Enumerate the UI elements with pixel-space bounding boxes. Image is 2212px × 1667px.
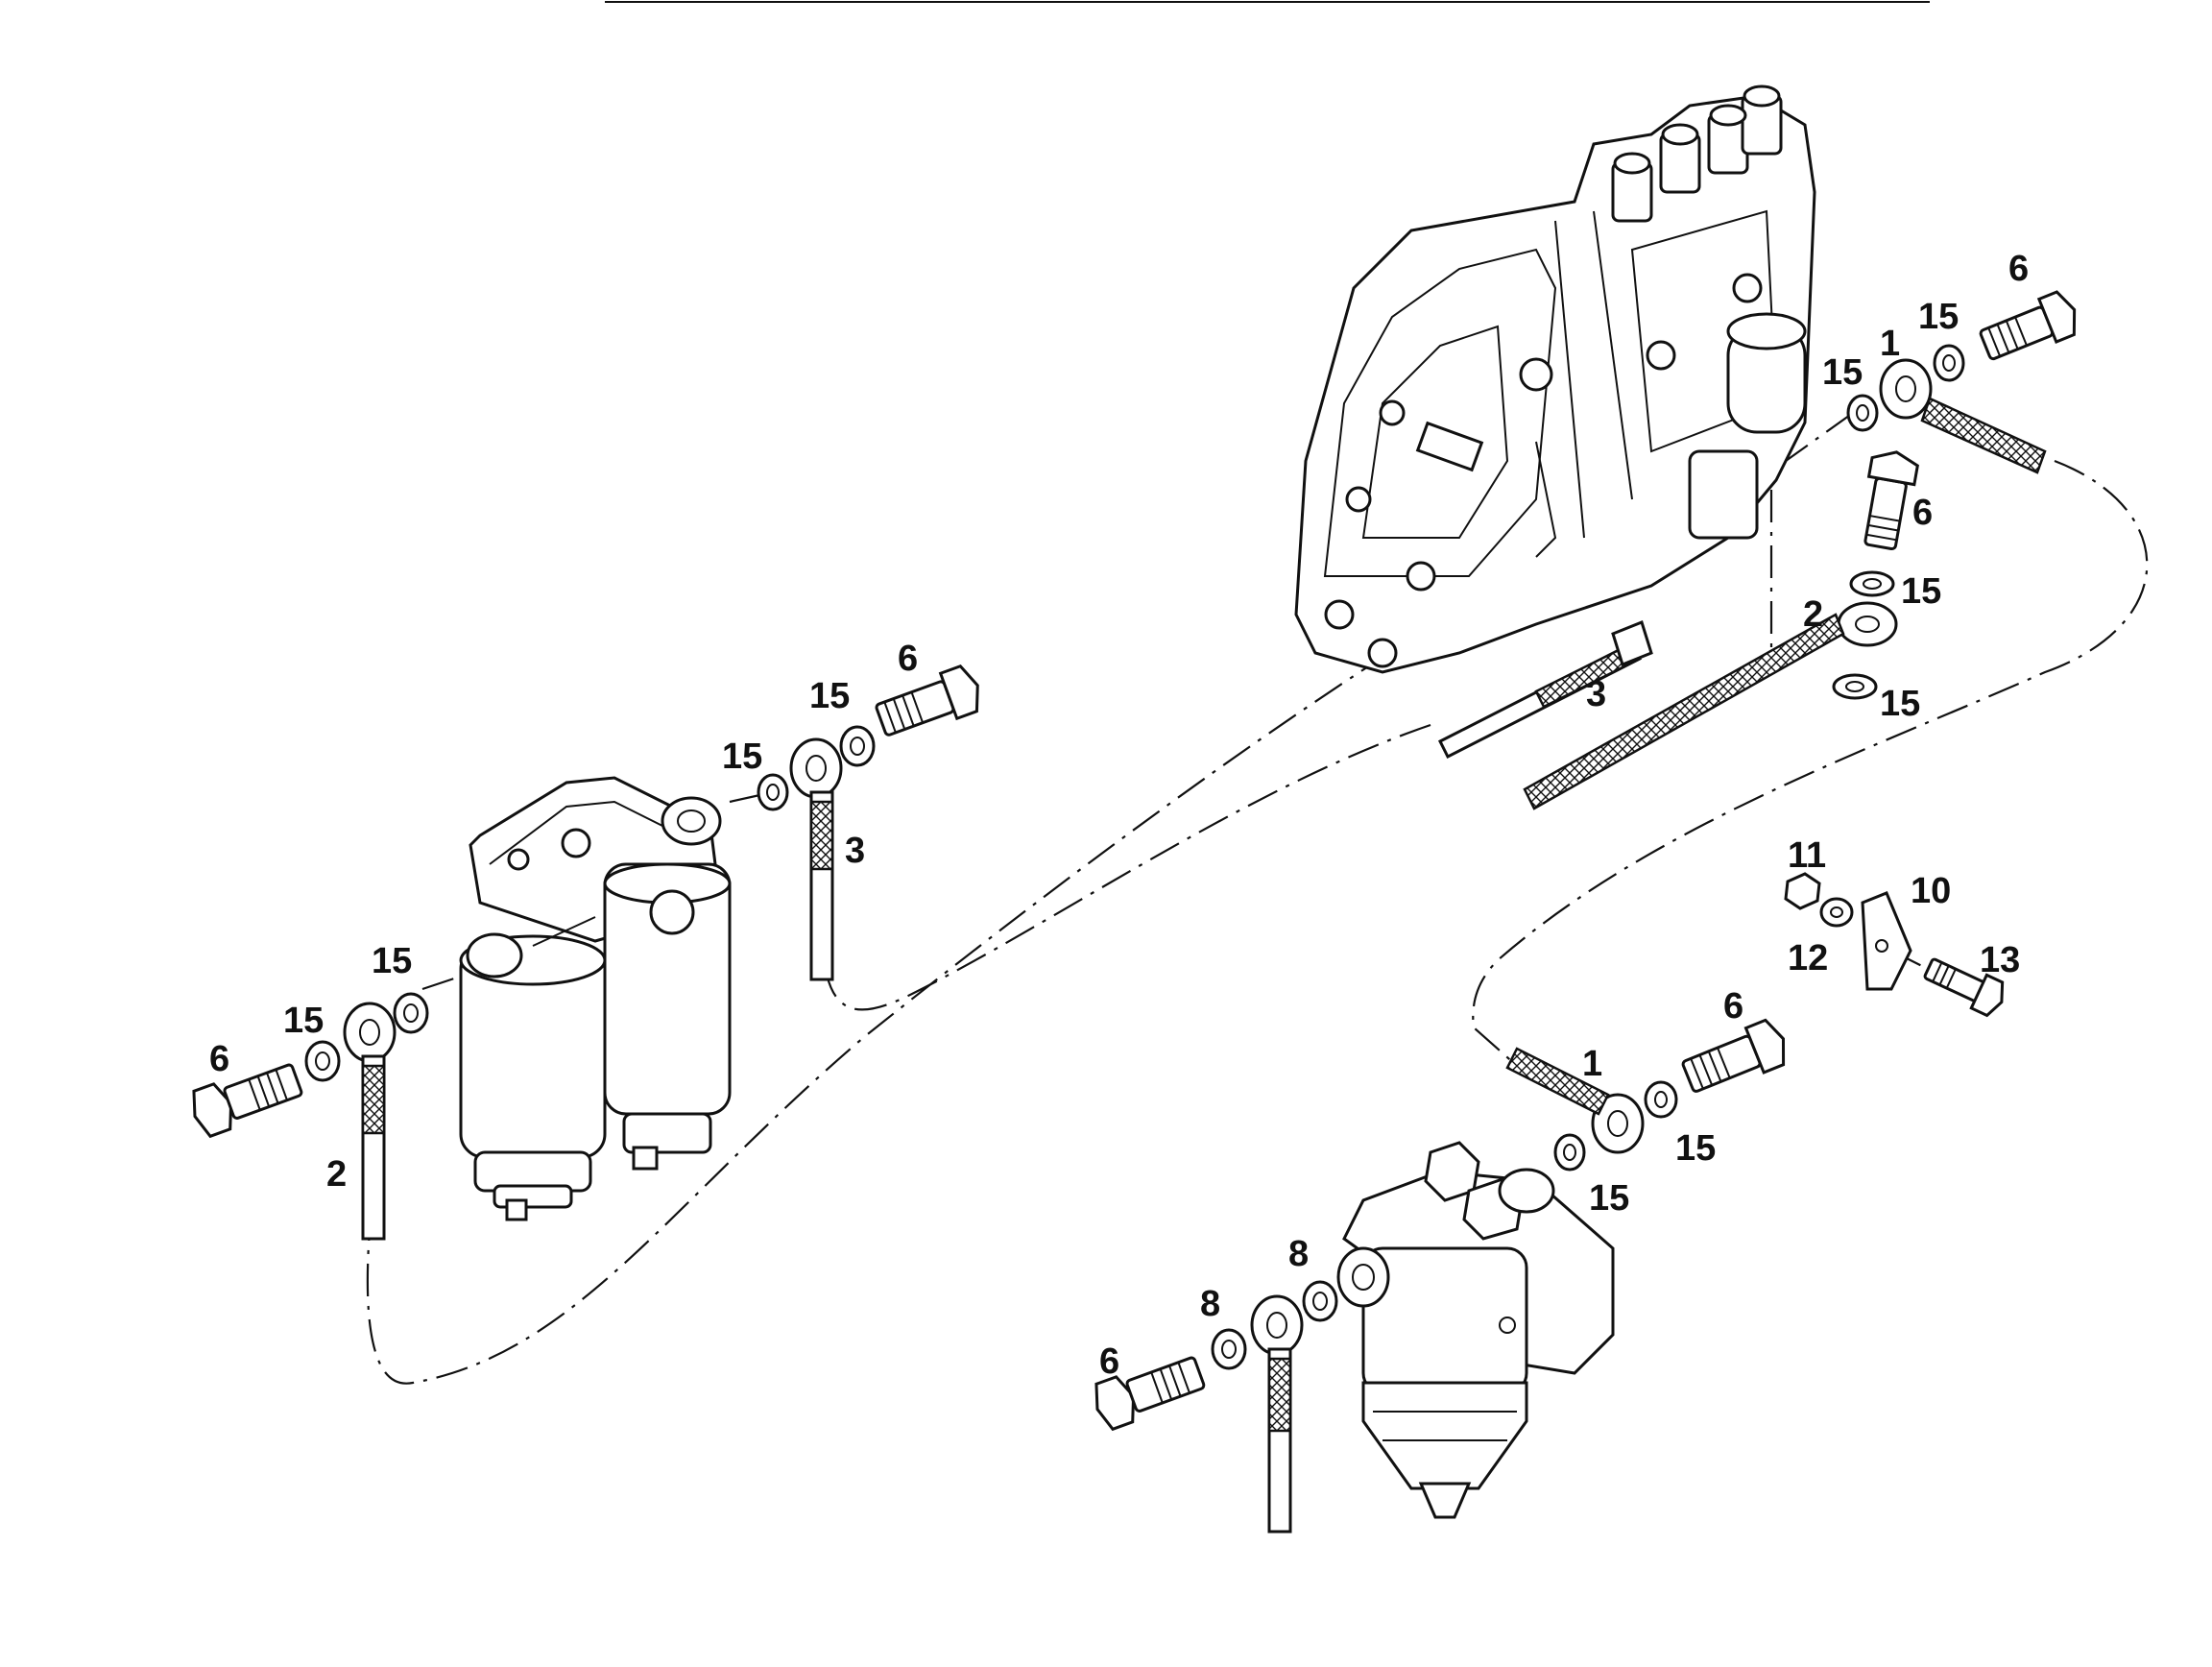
banjo-bolt-sf-top — [1681, 1018, 1786, 1093]
callout-sf-washer-left-outer: 8 — [1200, 1284, 1220, 1324]
callout-pump-washer-top-outer: 15 — [1918, 297, 1959, 337]
callout-df-washer-left-outer: 15 — [283, 1001, 324, 1041]
banjo-bolt-mid — [1863, 450, 1919, 551]
callout-sf-washer-top-outer: 15 — [1675, 1128, 1716, 1169]
callout-sf-washer-left-inner: 8 — [1288, 1234, 1309, 1274]
callout-clamp-nut: 11 — [1788, 835, 1826, 876]
clamp-washer — [1819, 897, 1854, 928]
washer-mid-lower — [1832, 673, 1878, 700]
washer-df-right-outer — [839, 725, 876, 767]
washer-sf-left-outer — [1211, 1328, 1247, 1370]
callout-clamp-washer: 12 — [1788, 938, 1828, 978]
clamp-block — [1861, 891, 1912, 991]
washer-sf-left-inner — [1302, 1280, 1338, 1322]
clamp-assembly — [1784, 872, 2005, 1018]
washer-df-left-outer — [304, 1040, 341, 1082]
banjo-bolt-sf-left — [1094, 1356, 1206, 1432]
washer-sf-top-outer — [1644, 1080, 1678, 1119]
routing-line-dual-filter-port-left — [421, 973, 467, 991]
banjo-fitting-df-left — [343, 1002, 397, 1241]
banjo-fitting-top — [1879, 358, 2047, 474]
banjo-bolt-top — [1979, 290, 2077, 361]
callout-df-washer-right-inner: 15 — [722, 737, 762, 777]
callout-clamp-screw: 13 — [1980, 940, 2020, 980]
banjo-fitting-sf-top — [1505, 1047, 1645, 1154]
routing-line-pump-port-top — [1785, 412, 1854, 462]
callout-df-bolt-right: 6 — [898, 639, 918, 679]
washer-mid-upper — [1849, 570, 1895, 597]
injection-pump — [1294, 85, 1816, 674]
callout-df-bolt-left: 6 — [209, 1039, 229, 1079]
clamp-screw — [1923, 957, 2005, 1018]
routing-line-pump-to-dual-filter-right — [824, 723, 1431, 1011]
pump-mid-connection — [1523, 450, 1919, 810]
routing-line-pump-to-dual-filter-left — [366, 566, 1532, 1385]
callout-df-washer-left-inner: 15 — [372, 941, 412, 981]
washer-top-inner — [1846, 394, 1879, 432]
callout-sf-bolt-left: 6 — [1099, 1341, 1119, 1382]
washer-df-left-inner — [393, 992, 429, 1034]
banjo-bolt-df-left — [192, 1063, 303, 1139]
banjo-fitting-mid — [1523, 601, 1898, 810]
dual-fuel-filter — [459, 776, 732, 1221]
callout-pump-bolt-mid: 6 — [1912, 493, 1933, 533]
sediment-top-connection — [1505, 1018, 1786, 1172]
callout-df-washer-right-outer: 15 — [809, 676, 850, 716]
washer-top-outer — [1933, 344, 1965, 382]
callout-sf-bolt-top: 6 — [1723, 986, 1743, 1027]
callout-labels: 6 15 1 15 6 15 2 15 3 6 15 15 3 6 15 15 … — [209, 249, 2029, 1382]
callout-sf-washer-top-inner: 15 — [1589, 1178, 1629, 1219]
washer-sf-top-inner — [1553, 1133, 1586, 1172]
callout-pump-bolt-top: 6 — [2008, 249, 2029, 289]
sediment-filter — [1336, 1141, 1615, 1519]
clamp-nut — [1784, 872, 1821, 910]
callout-df-pipe-right: 3 — [845, 831, 865, 871]
callout-pump-fitting-mid: 2 — [1803, 594, 1823, 635]
washer-df-right-inner — [757, 773, 789, 811]
pump-top-connection — [1846, 290, 2077, 474]
callout-df-pipe-left: 2 — [326, 1154, 347, 1195]
callout-pump-washer-mid-upper: 15 — [1901, 571, 1941, 612]
pump-pipe-3 — [1437, 620, 1653, 760]
callout-pump-pipe: 3 — [1586, 674, 1606, 714]
callout-pump-washer-mid-lower: 15 — [1880, 684, 1920, 724]
banjo-fitting-sf-left — [1250, 1294, 1304, 1534]
callout-pump-washer-top-inner: 15 — [1822, 352, 1863, 393]
banjo-bolt-df-right — [875, 664, 979, 737]
routing-line-pump-to-sediment — [1472, 459, 2149, 1067]
dual-filter-right-connection — [757, 664, 979, 981]
dual-filter-left-connection — [192, 992, 429, 1241]
callout-sf-pipe-top: 1 — [1582, 1044, 1602, 1084]
sediment-left-connection — [1094, 1280, 1338, 1534]
banjo-fitting-df-right — [789, 737, 843, 981]
callout-clamp-block: 10 — [1911, 871, 1951, 911]
routing-line-dual-filter-port — [729, 790, 774, 804]
callout-pump-fitting-top: 1 — [1880, 324, 1900, 364]
